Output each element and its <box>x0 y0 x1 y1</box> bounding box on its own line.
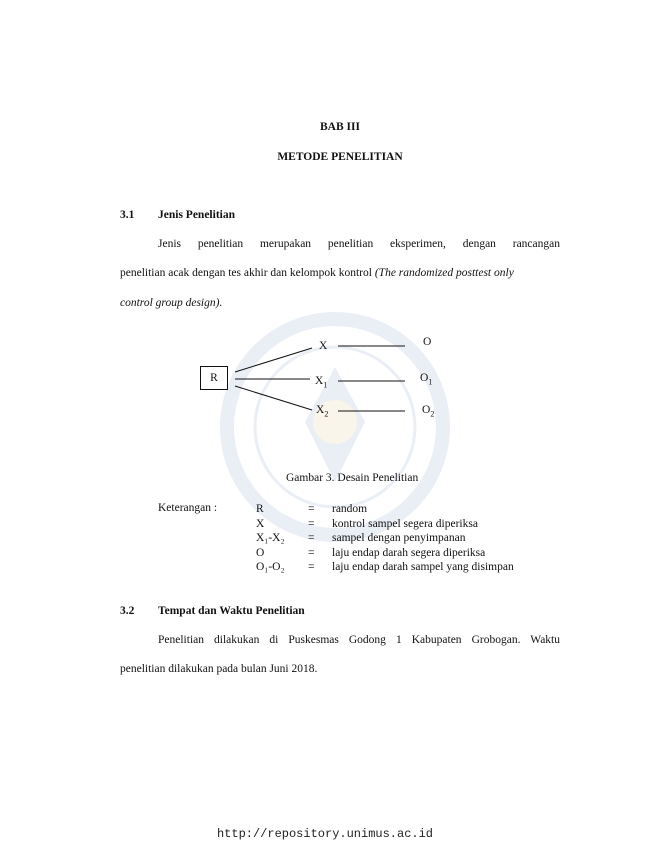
legend-row: O = laju endap darah segera diperiksa <box>256 546 486 559</box>
o2-label: O2 <box>422 404 435 419</box>
o1-label: O1 <box>420 372 433 387</box>
section-title: Tempat dan Waktu Penelitian <box>158 605 305 617</box>
section-number: 3.2 <box>120 605 135 617</box>
paragraph-line: control group design). <box>120 297 222 309</box>
chapter-title: METODE PENELITIAN <box>277 151 403 163</box>
paragraph-italic-text: (The randomized posttest only <box>374 267 514 279</box>
figure-caption: Gambar 3. Desain Penelitian <box>286 472 419 484</box>
x1-label: X1 <box>315 375 328 390</box>
section-title: Jenis Penelitian <box>158 209 235 221</box>
diagram-lines <box>234 345 405 412</box>
x-label: X <box>319 340 328 352</box>
paragraph-line: penelitian dilakukan pada bulan Juni 201… <box>120 663 318 675</box>
x2-label: X2 <box>316 404 329 419</box>
paragraph-line: Penelitian dilakukan di Puskesmas Godong… <box>158 634 560 646</box>
paragraph-line: penelitian acak dengan tes akhir dan kel… <box>120 267 560 279</box>
legend-row: R = random <box>256 503 368 515</box>
paragraph-text: penelitian acak dengan tes akhir dan kel… <box>120 267 372 279</box>
legend-title: Keterangan : <box>158 502 218 514</box>
random-box: R <box>200 366 228 390</box>
section-number: 3.1 <box>120 209 135 221</box>
random-label: R <box>210 372 218 384</box>
o-label: O <box>423 336 432 348</box>
paragraph-italic-text: control group design). <box>120 297 223 309</box>
arrow-line-r-x2 <box>234 385 313 411</box>
arrow-line-r-x <box>234 347 313 373</box>
legend-row: X₁-X₂ = sampel dengan penyimpanan <box>256 532 466 544</box>
chapter-label: BAB III <box>320 121 360 133</box>
repository-url: http://repository.unimus.ac.id <box>216 827 434 841</box>
legend-table: R = random X = kontrol sampel segera dip… <box>256 502 514 575</box>
legend-row: X = kontrol sampel segera diperiksa <box>256 517 478 530</box>
legend-row: O₁-O₂ = laju endap darah sampel yang dis… <box>256 561 514 573</box>
paragraph-line: Jenis penelitian merupakan penelitian ek… <box>158 238 560 250</box>
research-design-diagram: R X X1 X2 O O1 O2 <box>190 330 450 430</box>
